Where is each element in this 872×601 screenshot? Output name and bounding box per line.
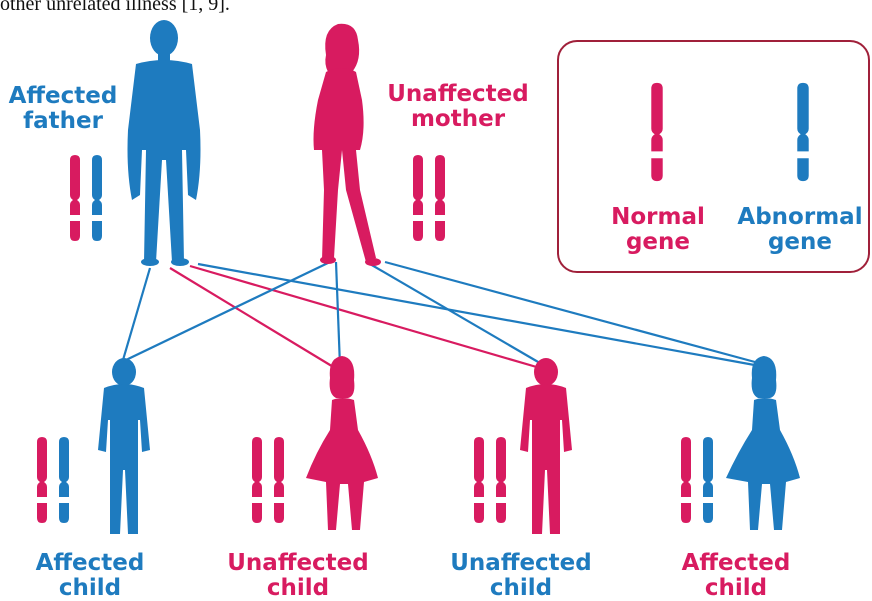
mother-figure-icon bbox=[314, 24, 382, 266]
child1-label-line2: child bbox=[20, 576, 160, 601]
child1-chromosomes bbox=[37, 437, 69, 523]
mother-label-line2: mother bbox=[386, 107, 530, 132]
child3-label: Unaffected child bbox=[448, 551, 594, 601]
chromosome-normal-icon bbox=[474, 437, 484, 523]
father-figure-icon bbox=[128, 20, 201, 266]
chromosome-normal-icon bbox=[496, 437, 506, 523]
child2-chromosomes bbox=[252, 437, 284, 523]
chromosome-normal-icon bbox=[274, 437, 284, 523]
chromosome-normal-icon bbox=[252, 437, 262, 523]
child2-label-line2: child bbox=[225, 576, 371, 601]
child1-label: Affected child bbox=[20, 551, 160, 601]
mother-chromosomes bbox=[413, 155, 445, 241]
inheritance-lines bbox=[123, 262, 760, 368]
line-father-child2 bbox=[170, 268, 335, 368]
legend-abnormal-label: Abnormal gene bbox=[735, 205, 865, 255]
child3-label-line1: Unaffected bbox=[448, 551, 594, 576]
chromosome-abnormal-icon bbox=[59, 437, 69, 523]
child2-girl-icon bbox=[306, 356, 378, 530]
child3-boy-icon bbox=[520, 358, 572, 534]
line-father-child1 bbox=[123, 268, 150, 360]
chromosome-normal-icon bbox=[37, 437, 47, 523]
mother-label-line1: Unaffected bbox=[386, 82, 530, 107]
chromosome-normal-icon bbox=[70, 155, 80, 241]
chromosome-abnormal-icon bbox=[92, 155, 102, 241]
line-mother-child4 bbox=[385, 262, 755, 362]
child4-chromosomes bbox=[681, 437, 713, 523]
father-label-line2: father bbox=[6, 109, 120, 134]
mother-label: Unaffected mother bbox=[386, 82, 530, 132]
child4-label-line1: Affected bbox=[666, 551, 806, 576]
legend-abnormal-line1: Abnormal bbox=[735, 205, 865, 230]
child2-label-line1: Unaffected bbox=[225, 551, 371, 576]
legend-normal-line1: Normal bbox=[598, 205, 718, 230]
line-mother-child2 bbox=[336, 262, 340, 366]
line-mother-child3 bbox=[370, 264, 545, 366]
child1-label-line1: Affected bbox=[20, 551, 160, 576]
child4-label: Affected child bbox=[666, 551, 806, 601]
legend-abnormal-line2: gene bbox=[735, 230, 865, 255]
child1-boy-icon bbox=[98, 358, 150, 534]
chromosome-normal-icon bbox=[435, 155, 445, 241]
child2-label: Unaffected child bbox=[225, 551, 371, 601]
chromosome-normal-icon bbox=[413, 155, 423, 241]
child3-label-line2: child bbox=[448, 576, 594, 601]
father-label-line1: Affected bbox=[6, 84, 120, 109]
chromosome-normal-icon bbox=[681, 437, 691, 523]
father-label: Affected father bbox=[6, 84, 120, 134]
child4-label-line2: child bbox=[666, 576, 806, 601]
legend-normal-label: Normal gene bbox=[598, 205, 718, 255]
legend-normal-line2: gene bbox=[598, 230, 718, 255]
child3-chromosomes bbox=[474, 437, 506, 523]
father-chromosomes bbox=[70, 155, 102, 241]
chromosome-abnormal-icon bbox=[703, 437, 713, 523]
child4-girl-icon bbox=[726, 356, 800, 530]
